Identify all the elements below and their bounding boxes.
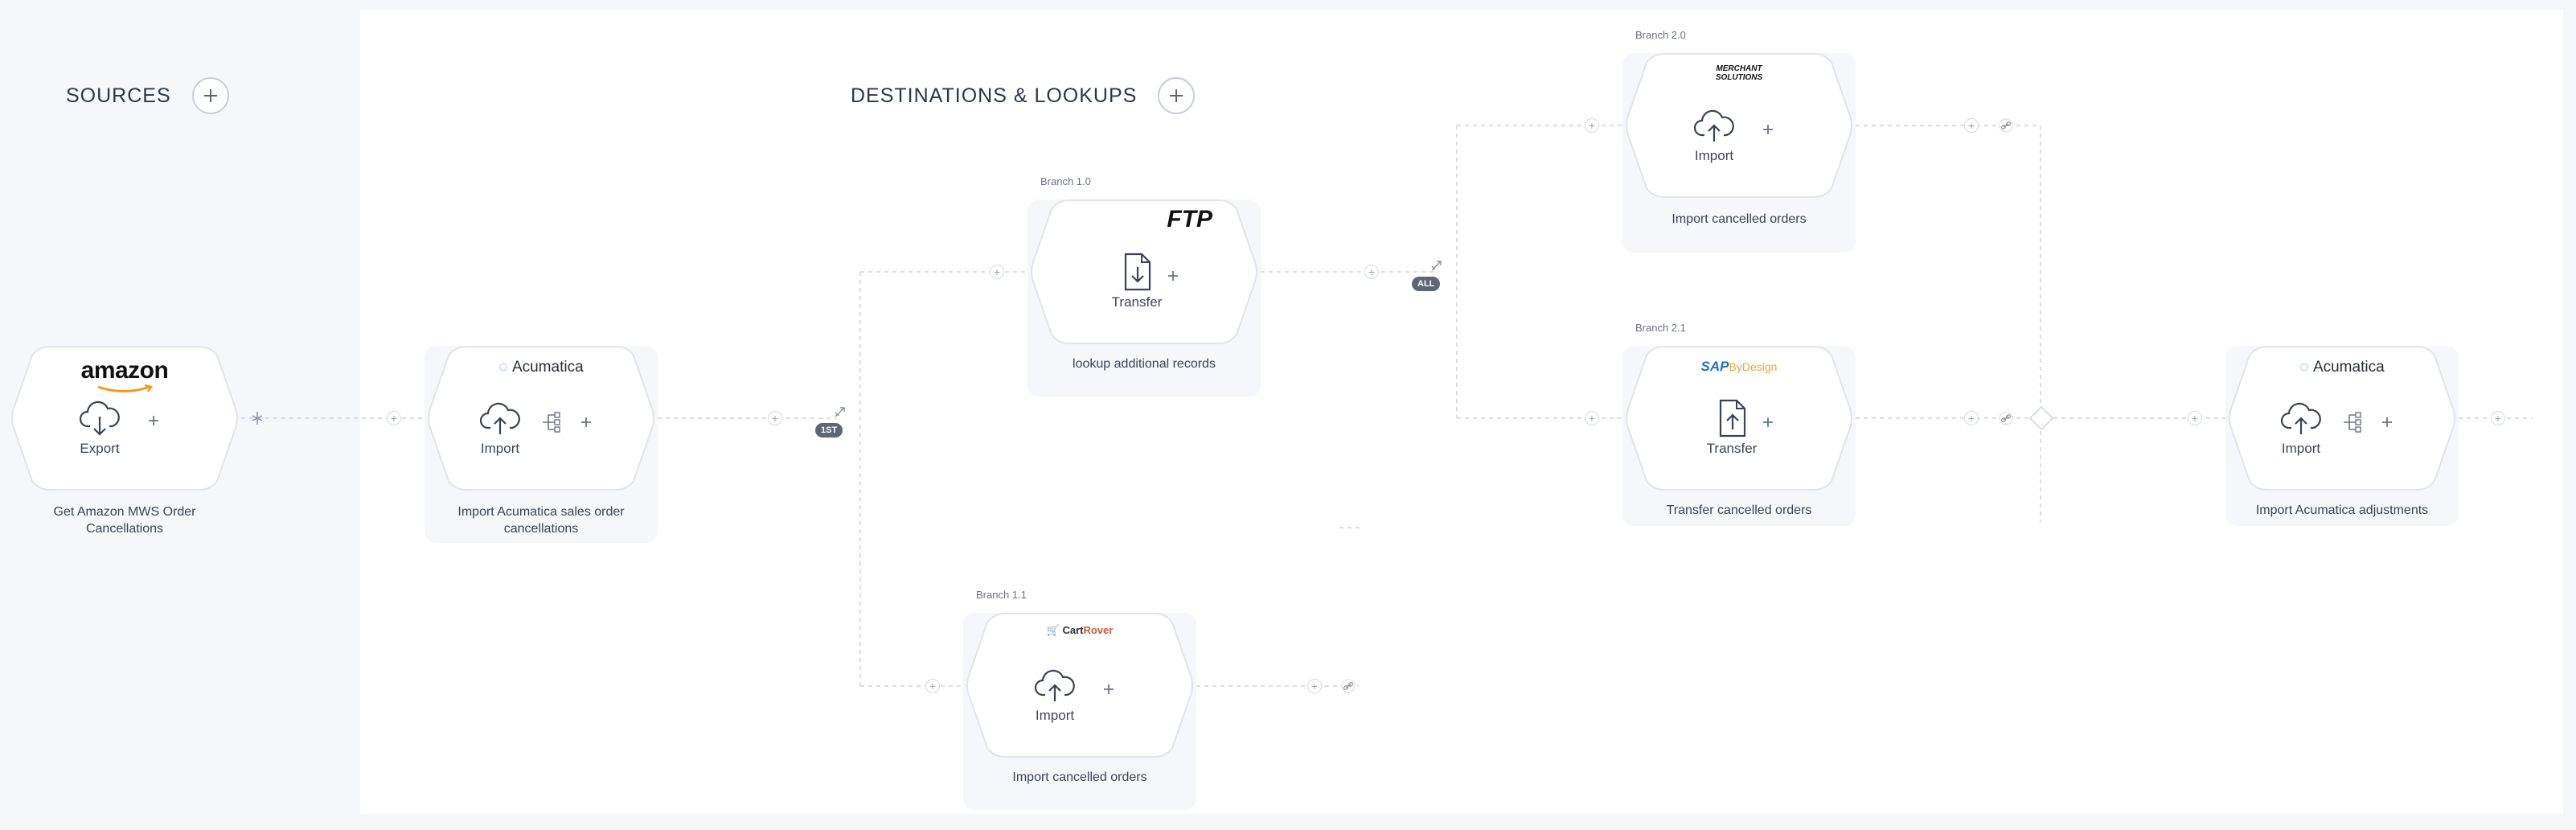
step-description: Import cancelled orders bbox=[1672, 212, 1807, 226]
ftp-logo: FTP bbox=[1028, 206, 1256, 233]
add-source-button[interactable] bbox=[191, 77, 229, 114]
link-icon[interactable] bbox=[1999, 411, 2013, 425]
add-step-plus-icon[interactable] bbox=[1759, 413, 1777, 431]
step-action-label: Export bbox=[80, 441, 120, 456]
insert-step-button[interactable]: + bbox=[2188, 411, 2202, 425]
insert-step-button[interactable]: + bbox=[925, 679, 940, 693]
sources-header: SOURCES bbox=[66, 77, 229, 114]
insert-step-button[interactable]: + bbox=[990, 265, 1004, 279]
step-shape bbox=[966, 613, 1193, 758]
cloud-upload-icon bbox=[1693, 109, 1734, 142]
cloud-download-icon bbox=[79, 401, 120, 436]
cloud-upload-icon bbox=[2280, 402, 2321, 434]
merchant-solutions-logo: MERCHANT SOLUTIONS bbox=[1622, 64, 1856, 82]
sap-bydesign-logo: SAPByDesign bbox=[1622, 359, 1856, 375]
insert-step-button[interactable]: + bbox=[1964, 411, 1979, 425]
file-download-icon bbox=[1124, 253, 1151, 291]
sap-logo-prefix: SAP bbox=[1700, 359, 1729, 374]
split-arrows-icon[interactable] bbox=[833, 405, 847, 420]
insert-step-button[interactable]: + bbox=[768, 411, 782, 425]
step-description: Import cancelled orders bbox=[1012, 770, 1147, 784]
step-action-label: Transfer bbox=[1706, 441, 1758, 456]
split-arrows-icon[interactable] bbox=[1430, 259, 1444, 273]
insert-step-button[interactable]: + bbox=[2491, 411, 2505, 425]
destinations-header: DESTINATIONS & LOOKUPS bbox=[851, 77, 1196, 114]
step-description: lookup additional records bbox=[1073, 357, 1216, 371]
step-shape bbox=[1626, 346, 1852, 491]
step-card-sap-transfer[interactable]: SAPByDesign Transfer Transfer cancelled … bbox=[1622, 346, 1856, 526]
step-description: Import Acumatica adjustments bbox=[2255, 503, 2429, 517]
acumatica-logo: ◌ Acumatica bbox=[425, 359, 658, 376]
insert-step-button[interactable]: + bbox=[1364, 265, 1379, 279]
step-card-acumatica-import[interactable]: ◌ Acumatica Import Import Acumatica sale… bbox=[425, 346, 658, 543]
step-description: Transfer cancelled orders bbox=[1666, 503, 1812, 517]
acumatica-mark-icon: ◌ bbox=[2299, 359, 2313, 376]
branch-label: Branch 2.0 bbox=[1635, 29, 1686, 41]
insert-step-button[interactable]: + bbox=[1964, 118, 1979, 133]
add-step-plus-icon[interactable] bbox=[2378, 413, 2396, 431]
step-shape bbox=[1031, 199, 1257, 344]
ftp-logo-text: FTP bbox=[1167, 206, 1212, 232]
cartrover-logo-suffix: Rover bbox=[1083, 624, 1114, 636]
merchant-logo-line1: MERCHANT bbox=[1716, 64, 1762, 73]
cartrover-logo-prefix: Cart bbox=[1062, 624, 1084, 636]
insert-step-button[interactable]: + bbox=[1585, 411, 1599, 425]
amazon-logo: amazon bbox=[80, 357, 169, 384]
step-shape bbox=[2229, 346, 2455, 491]
insert-step-button[interactable]: + bbox=[387, 411, 401, 425]
acumatica-logo-text: Acumatica bbox=[2312, 359, 2385, 376]
cart-icon: 🛒 bbox=[1046, 624, 1060, 636]
step-shape bbox=[428, 346, 654, 491]
insert-step-button[interactable]: + bbox=[1307, 679, 1322, 693]
plus-icon bbox=[1170, 89, 1183, 102]
step-action-label: Import bbox=[1035, 708, 1075, 723]
acumatica-mark-icon: ◌ bbox=[498, 359, 512, 376]
add-step-plus-icon[interactable] bbox=[1759, 121, 1777, 138]
step-action-label: Transfer bbox=[1111, 294, 1163, 310]
step-card-merchant-import[interactable]: MERCHANT SOLUTIONS Import Import cancell… bbox=[1622, 53, 1856, 253]
mapping-tree-icon[interactable] bbox=[539, 410, 563, 434]
add-step-plus-icon[interactable] bbox=[145, 412, 162, 429]
cartrover-logo: 🛒 CartRover bbox=[963, 624, 1196, 637]
split-mode-badge[interactable]: 1ST bbox=[815, 423, 843, 438]
add-step-plus-icon[interactable] bbox=[577, 413, 595, 431]
step-description: Import Acumatica sales order cancellatio… bbox=[457, 505, 625, 536]
step-card-ftp-transfer[interactable]: FTP Transfer lookup additional records bbox=[1028, 199, 1261, 397]
amazon-smile bbox=[97, 384, 154, 392]
step-card-amazon-export[interactable]: amazon Export Get Amazon MWS Order Cance… bbox=[8, 346, 241, 543]
link-icon[interactable] bbox=[1999, 118, 2013, 133]
acumatica-logo: ◌ Acumatica bbox=[2225, 359, 2459, 376]
destinations-title: DESTINATIONS & LOOKUPS bbox=[851, 84, 1138, 107]
step-description: Get Amazon MWS Order Cancellations bbox=[53, 505, 196, 536]
mapping-tree-icon[interactable] bbox=[2340, 410, 2364, 434]
add-destination-button[interactable] bbox=[1158, 77, 1196, 114]
cloud-upload-icon bbox=[479, 402, 520, 434]
branch-label: Branch 1.1 bbox=[976, 589, 1027, 601]
link-icon[interactable] bbox=[1341, 679, 1356, 693]
step-shape bbox=[1626, 53, 1852, 198]
step-action-label: Import bbox=[480, 441, 520, 456]
merchant-logo-line2: SOLUTIONS bbox=[1715, 73, 1763, 82]
sources-title: SOURCES bbox=[66, 84, 171, 107]
file-upload-icon bbox=[1719, 399, 1746, 438]
step-action-label: Import bbox=[2281, 441, 2321, 456]
branch-label: Branch 1.0 bbox=[1040, 175, 1091, 187]
step-shape bbox=[11, 346, 238, 491]
add-step-plus-icon[interactable] bbox=[1164, 267, 1182, 285]
plus-icon bbox=[203, 89, 217, 102]
step-card-acumatica-adjustments[interactable]: ◌ Acumatica Import Import Acumatica adju… bbox=[2225, 346, 2459, 526]
add-step-plus-icon[interactable] bbox=[1100, 680, 1118, 698]
branch-split-icon[interactable] bbox=[249, 410, 265, 426]
split-mode-badge[interactable]: ALL bbox=[1412, 277, 1441, 291]
sap-logo-suffix: ByDesign bbox=[1729, 360, 1778, 373]
insert-step-button[interactable]: + bbox=[1585, 118, 1599, 133]
step-action-label: Import bbox=[1694, 148, 1734, 163]
branch-label: Branch 2.1 bbox=[1635, 322, 1686, 334]
step-card-cartrover-import[interactable]: 🛒 CartRover Import Import cancelled orde… bbox=[963, 613, 1196, 810]
acumatica-logo-text: Acumatica bbox=[511, 359, 584, 376]
cloud-upload-icon bbox=[1034, 669, 1075, 701]
